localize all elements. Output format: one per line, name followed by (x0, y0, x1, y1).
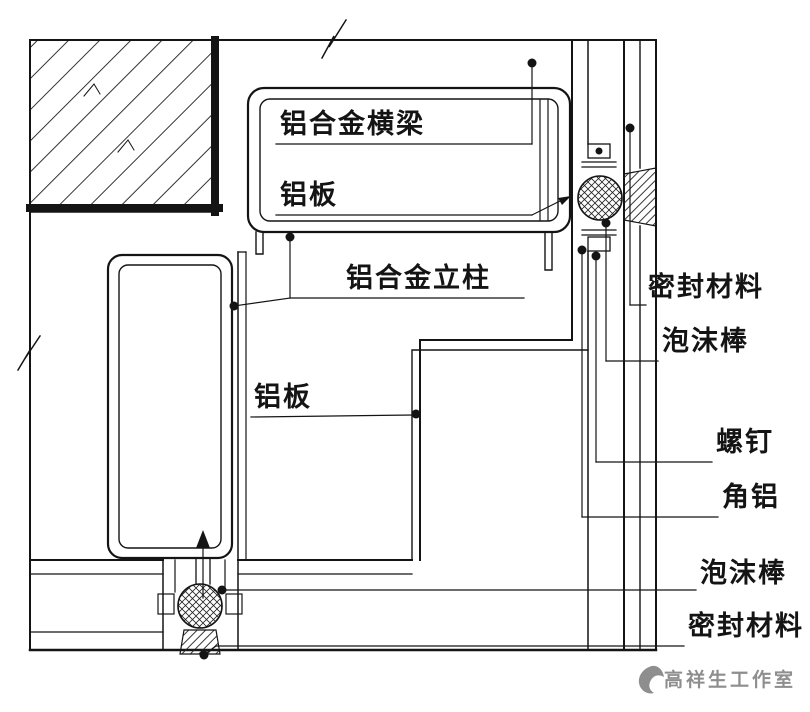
label-beam: 铝合金横梁 (280, 108, 425, 140)
bottom-panel-profile (28, 559, 658, 652)
arrow-up-icon (196, 530, 210, 548)
sealant-right (623, 167, 657, 227)
wall-hatch-block (26, 36, 223, 216)
bottom-joint-assembly (157, 530, 243, 655)
beam-profile (246, 86, 572, 271)
label-plate-left: 铝板 (254, 382, 312, 413)
right-joint-assembly (577, 143, 657, 252)
bracket-left (157, 593, 175, 615)
break-mark-left (16, 334, 42, 372)
boundary-lines (16, 18, 657, 651)
watermark: 高祥生工作室 (638, 665, 796, 694)
foam-rod-right (577, 175, 623, 221)
label-angle: 角铝 (722, 481, 780, 513)
bracket-right (225, 593, 243, 615)
label-mullion: 铝合金立柱 (346, 262, 491, 294)
leader-lines (204, 62, 719, 655)
screw-head-top (587, 143, 611, 159)
stepped-plate-contour (411, 339, 589, 561)
mullion-profile (106, 253, 234, 585)
angle-bracket-right (587, 236, 611, 252)
label-foam-right: 泡沫棒 (662, 325, 749, 357)
studio-logo-icon (638, 665, 664, 694)
break-mark-top (320, 18, 348, 60)
label-seal-right: 密封材料 (648, 271, 764, 303)
side-plate-lines (237, 251, 247, 651)
label-plate-top: 铝板 (280, 180, 338, 211)
studio-logo-eye (653, 668, 657, 672)
right-panel-profile (571, 39, 657, 651)
arrow-right-icon (558, 196, 571, 205)
sealant-bottom (179, 629, 221, 655)
label-screw: 螺钉 (716, 427, 774, 458)
watermark-text: 高祥生工作室 (664, 668, 796, 691)
label-seal-bottom: 密封材料 (688, 610, 804, 642)
label-foam-bottom: 泡沫棒 (700, 557, 787, 589)
text-labels: 铝合金横梁 铝板 铝合金立柱 铝板 密封材料 泡沫棒 螺钉 角铝 泡沫棒 密封材… (254, 108, 804, 642)
leader-dots (199, 58, 635, 660)
foam-rod-bottom (177, 583, 223, 629)
